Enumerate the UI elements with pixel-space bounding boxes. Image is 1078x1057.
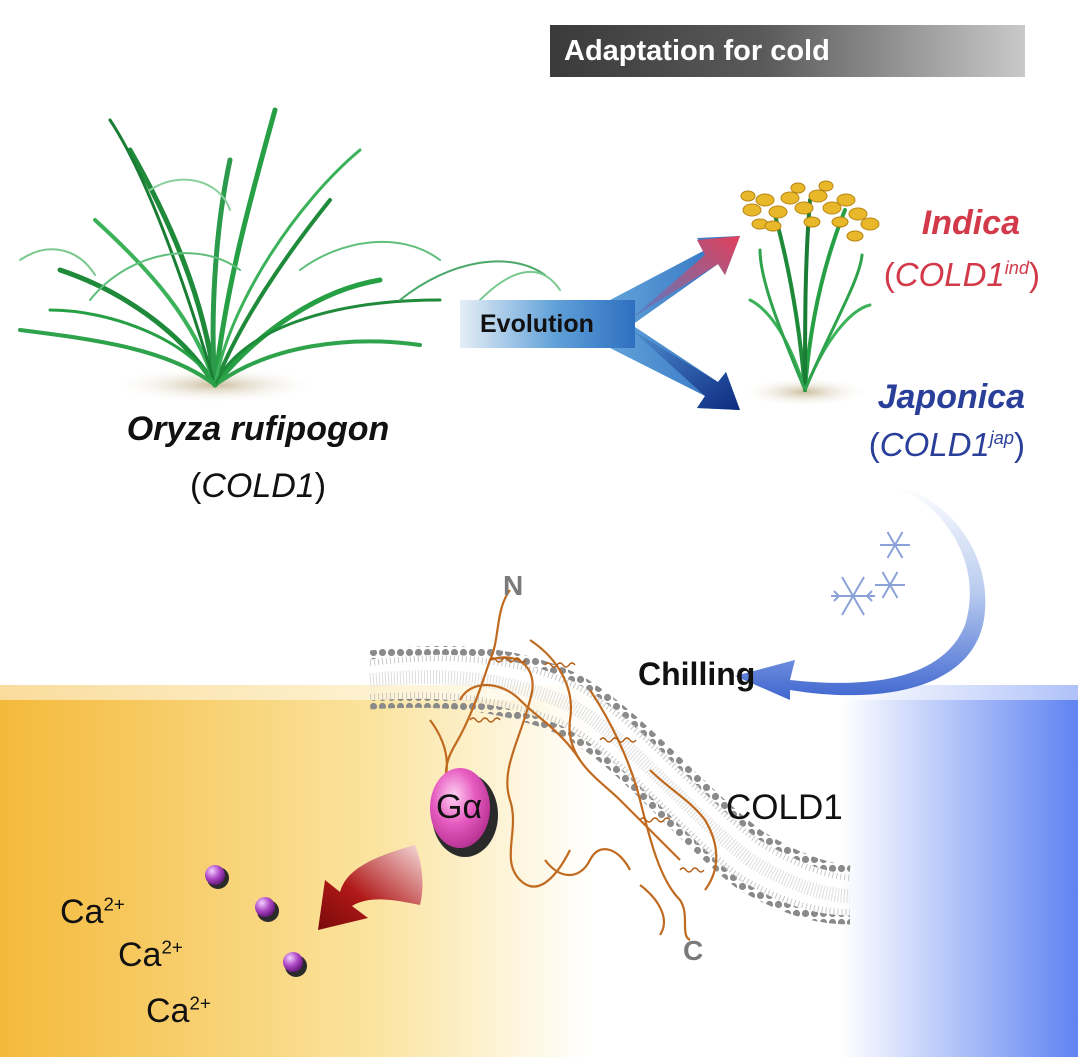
snowflake-icon	[831, 531, 910, 616]
allele-superscript: ind	[1004, 258, 1029, 278]
calcium-influx-arrow	[318, 845, 423, 930]
gene-paren-close: )	[314, 467, 327, 505]
gene-paren-close: )	[1029, 256, 1040, 293]
protein-helix-coils	[469, 657, 705, 873]
gene-symbol: COLD1	[879, 426, 990, 463]
calcium-charge: 2+	[103, 893, 125, 915]
allele-superscript: jap	[989, 428, 1014, 448]
c-terminus-label: C	[683, 935, 704, 966]
n-terminus-label: N	[503, 570, 524, 601]
wild-rice-plant-icon	[18, 107, 561, 403]
gene-paren-close: )	[1014, 426, 1025, 463]
gene-paren-open: (	[883, 256, 895, 293]
cold1-protein-label: COLD1	[726, 788, 843, 827]
calcium-ion-icon	[205, 865, 307, 977]
calcium-symbol: Ca	[60, 893, 104, 931]
environment-background	[0, 685, 1078, 1057]
evolution-arrow	[460, 236, 740, 410]
chilling-arrow	[735, 485, 986, 700]
gene-symbol: COLD1	[894, 256, 1005, 293]
chilling-label: Chilling	[638, 656, 756, 692]
calcium-label: Ca2+	[118, 936, 183, 975]
wild-species-name: Oryza rufipogon	[126, 410, 390, 448]
gene-paren-open: (	[189, 467, 202, 505]
calcium-label: Ca2+	[146, 992, 211, 1031]
cultivated-rice-plant-icon	[740, 180, 880, 407]
calcium-charge: 2+	[161, 936, 183, 958]
japonica-name: Japonica	[877, 378, 1025, 416]
indica-gene: (COLD1ind)	[830, 256, 1040, 294]
wild-species-gene: (COLD1)	[88, 467, 428, 506]
g-alpha-subunit-icon	[430, 768, 498, 857]
calcium-label: Ca2+	[60, 893, 125, 932]
evolution-label: Evolution	[480, 310, 594, 338]
japonica-gene: (COLD1jap)	[810, 426, 1025, 464]
indica-name: Indica	[921, 204, 1020, 242]
calcium-symbol: Ca	[118, 936, 162, 974]
lipid-bilayer-icon	[369, 645, 851, 925]
title-banner: Adaptation for cold	[550, 25, 1025, 77]
calcium-symbol: Ca	[146, 992, 190, 1030]
calcium-charge: 2+	[189, 992, 211, 1014]
g-alpha-label: Gα	[436, 788, 483, 826]
gene-paren-open: (	[868, 426, 880, 463]
gene-symbol: COLD1	[201, 467, 315, 505]
